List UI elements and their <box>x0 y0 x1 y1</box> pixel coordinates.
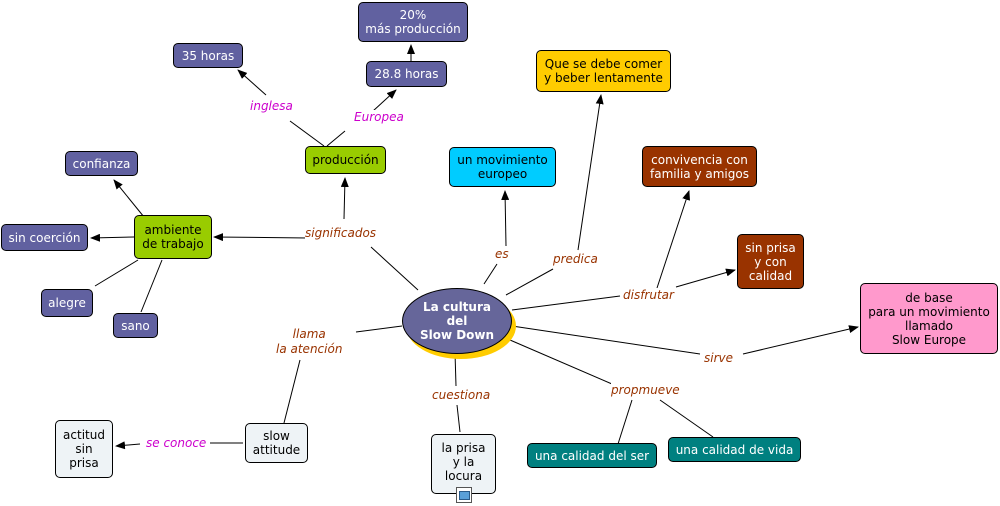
connector-line <box>456 404 461 433</box>
node-produccion[interactable]: producción <box>305 146 386 174</box>
node-35-hours[interactable]: 35 horas <box>173 43 243 68</box>
connector-line <box>140 259 163 313</box>
node-comer-beber[interactable]: Que se debe comer y beber lentamente <box>536 50 671 92</box>
connector-arrow <box>90 233 135 242</box>
link-label-europea: Europea <box>354 110 404 125</box>
connector-arrow <box>656 190 690 289</box>
connector-arrow <box>577 94 604 251</box>
connector-arrow <box>213 233 309 242</box>
connector-line <box>289 120 325 147</box>
link-label-llama-atencion: llama la atención <box>276 327 343 357</box>
node-20-percent-production[interactable]: 20% más producción <box>358 2 468 42</box>
node-28-8-hours[interactable]: 28.8 horas <box>366 61 447 87</box>
link-label-inglesa: inglesa <box>250 99 293 114</box>
connector-line <box>617 399 633 445</box>
connector-arrow <box>340 177 349 220</box>
connector-line <box>454 351 457 387</box>
node-prisa-locura[interactable]: la prisa y la locura <box>431 434 496 494</box>
connector-line <box>355 325 403 333</box>
node-movimiento-europeo[interactable]: un movimiento europeo <box>449 147 556 187</box>
link-label-significados: significados <box>305 226 377 241</box>
link-label-se-conoce: se conoce <box>146 436 207 451</box>
connector-arrow <box>501 190 510 247</box>
node-ambiente-trabajo[interactable]: ambiente de trabajo <box>134 215 212 259</box>
connector-line <box>326 130 346 147</box>
link-label-disfrutar: disfrutar <box>623 288 674 303</box>
node-sin-coercion[interactable]: sin coerción <box>1 224 88 251</box>
node-slow-attitude[interactable]: slow attitude <box>245 423 308 463</box>
link-label-predica: predica <box>553 252 598 267</box>
node-sano[interactable]: sano <box>113 313 158 338</box>
connector-line <box>505 268 554 296</box>
connector-line <box>283 359 301 424</box>
link-label-es: es <box>495 247 509 262</box>
central-concept[interactable]: La cultura del Slow Down <box>402 288 512 354</box>
link-label-cuestiona: cuestiona <box>432 388 491 403</box>
node-sin-prisa-calidad[interactable]: sin prisa y con calidad <box>737 234 804 289</box>
connector-arrow <box>237 69 267 96</box>
connector-arrow <box>372 89 397 112</box>
connector-arrow <box>115 441 141 450</box>
node-calidad-de-vida[interactable]: una calidad de vida <box>668 437 801 462</box>
connector-line <box>370 246 419 291</box>
connector-line <box>509 339 613 385</box>
node-slow-europe[interactable]: de base para un movimiento llamado Slow … <box>860 283 998 354</box>
link-label-propmueve: propmueve <box>611 383 680 398</box>
connector-line <box>659 399 714 438</box>
connector-arrow <box>113 179 145 218</box>
node-alegre[interactable]: alegre <box>41 289 93 317</box>
connector-arrow <box>675 268 736 288</box>
connector-line <box>511 295 621 311</box>
node-confianza[interactable]: confianza <box>65 151 138 176</box>
connector-arrow <box>742 325 859 355</box>
picture-icon[interactable] <box>456 487 472 503</box>
node-convivencia[interactable]: convivencia con familia y amigos <box>642 146 757 187</box>
node-calidad-del-ser[interactable]: una calidad del ser <box>527 443 657 468</box>
connector-line <box>483 263 498 285</box>
link-label-sirve: sirve <box>704 351 734 366</box>
connector-line <box>511 325 701 355</box>
node-actitud-sin-prisa[interactable]: actitud sin prisa <box>55 420 113 478</box>
connector-line <box>94 259 139 287</box>
